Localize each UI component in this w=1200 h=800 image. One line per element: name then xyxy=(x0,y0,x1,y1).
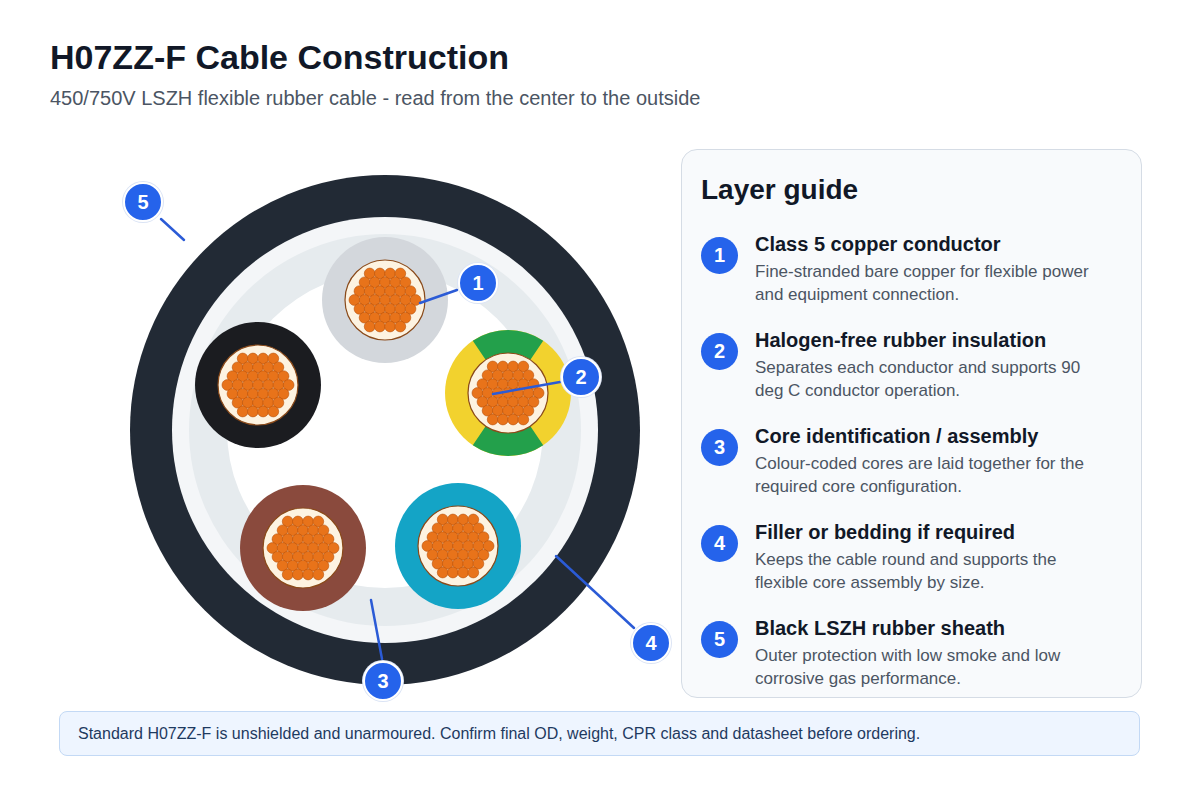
layer-item: 3 Core identification / assemblyColour-co… xyxy=(701,425,1121,498)
item-description: Colour-coded cores are laid together for… xyxy=(755,452,1111,498)
copper-strand xyxy=(448,567,459,578)
callout-number: 3 xyxy=(363,661,403,701)
callout-number: 5 xyxy=(123,182,163,222)
item-number: 3 xyxy=(701,429,738,466)
brown-core-insulation xyxy=(240,485,366,611)
panel-heading: Layer guide xyxy=(701,174,858,206)
conductor-outline xyxy=(218,345,298,425)
copper-strand xyxy=(458,567,469,578)
callout-number: 4 xyxy=(631,623,671,663)
copper-conductor xyxy=(418,506,498,586)
item-description: Outer protection with low smoke and low … xyxy=(755,644,1111,690)
item-heading: Halogen-free rubber insulation xyxy=(755,329,1046,351)
copper-strand xyxy=(385,321,396,332)
copper-strand xyxy=(293,569,304,580)
copper-strand xyxy=(468,567,479,578)
callout-number: 2 xyxy=(561,357,601,397)
copper-strand xyxy=(282,569,293,580)
layer-item: 1 Class 5 copper conductorFine-stranded b… xyxy=(701,233,1121,306)
conductor-outline xyxy=(263,508,343,588)
item-heading: Class 5 copper conductor xyxy=(755,233,1001,255)
copper-strand xyxy=(268,406,279,417)
blue-core-insulation xyxy=(395,483,521,609)
leader-line xyxy=(161,219,184,240)
leader-lines xyxy=(161,219,634,659)
page-title: H07ZZ-F Cable Construction xyxy=(50,38,509,77)
copper-strand xyxy=(395,321,406,332)
bedding-ring xyxy=(172,217,598,643)
layer-guide-panel: Layer guide 1 Class 5 copper conductorFine… xyxy=(681,149,1142,698)
page-caption: 450/750V LSZH flexible rubber cable - re… xyxy=(50,87,700,110)
note-text: Standard H07ZZ-F is unshielded and unarm… xyxy=(78,725,920,743)
copper-strand xyxy=(375,321,386,332)
leader-line xyxy=(493,382,560,394)
copper-conductor xyxy=(218,345,298,425)
callout-number-text: 4 xyxy=(645,632,656,655)
callout-number-text: 2 xyxy=(575,366,586,389)
layer-item: 5 Black LSZH rubber sheathOuter protectio… xyxy=(701,617,1121,690)
green-yellow-core-insulation xyxy=(445,330,571,456)
footer-note: Standard H07ZZ-F is unshielded and unarm… xyxy=(59,711,1140,756)
conductor-outline xyxy=(468,353,548,433)
copper-strand xyxy=(303,569,314,580)
conductor-outline xyxy=(345,260,425,340)
item-description: Separates each conductor and supports 90… xyxy=(755,356,1111,402)
item-heading: Black LSZH rubber sheath xyxy=(755,617,1005,639)
copper-conductor xyxy=(468,353,548,433)
cable-body xyxy=(130,175,640,685)
item-number: 2 xyxy=(701,333,738,370)
item-number: 1 xyxy=(701,237,738,274)
copper-strand xyxy=(258,406,269,417)
copper-conductor xyxy=(345,260,425,340)
callout-number-text: 5 xyxy=(137,191,148,214)
copper-strand xyxy=(248,406,259,417)
callout-number-text: 3 xyxy=(377,670,388,693)
callout-number-text: 1 xyxy=(472,272,483,295)
cores xyxy=(195,237,571,611)
copper-strand xyxy=(487,414,498,425)
filler-band xyxy=(189,234,581,626)
leader-line xyxy=(420,290,457,303)
layer-item: 2 Halogen-free rubber insulationSeparates… xyxy=(701,329,1121,402)
conductors xyxy=(218,260,548,588)
leader-line xyxy=(556,556,634,628)
copper-strand xyxy=(237,406,248,417)
black-core-insulation xyxy=(195,322,321,448)
copper-strand xyxy=(364,321,375,332)
item-number: 4 xyxy=(701,525,738,562)
item-number: 5 xyxy=(701,621,738,658)
conductor-outline xyxy=(418,506,498,586)
copper-conductor xyxy=(263,508,343,588)
item-description: Keeps the cable round and supports the f… xyxy=(755,548,1111,594)
copper-strand xyxy=(313,569,324,580)
item-heading: Core identification / assembly xyxy=(755,425,1038,447)
copper-strand xyxy=(518,414,529,425)
copper-strand xyxy=(437,567,448,578)
item-heading: Filler or bedding if required xyxy=(755,521,1015,543)
copper-strand xyxy=(498,414,509,425)
outer-sheath xyxy=(130,175,640,685)
copper-strand xyxy=(508,414,519,425)
leader-line xyxy=(371,600,382,659)
callout-number: 1 xyxy=(458,263,498,303)
item-description: Fine-stranded bare copper for flexible p… xyxy=(755,260,1111,306)
layer-item: 4 Filler or bedding if requiredKeeps the … xyxy=(701,521,1121,594)
